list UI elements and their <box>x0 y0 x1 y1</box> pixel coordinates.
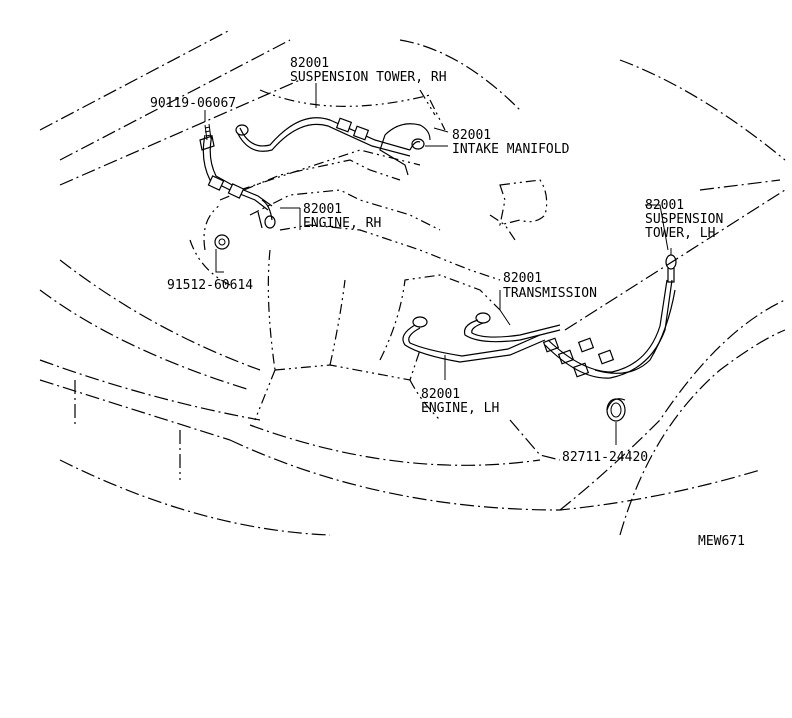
ground-strap-lh <box>402 248 677 379</box>
callout-bolt: 90119-06067 <box>150 96 236 111</box>
part-number: 82001 <box>645 198 684 213</box>
callout-suspension-tower-lh: 82001 SUSPENSION TOWER, LH <box>645 198 723 241</box>
part-number: 82001 <box>290 56 329 71</box>
leader-lines <box>204 83 669 461</box>
ground-strap-rh <box>202 117 431 229</box>
callout-clamp: 82711-24420 <box>562 450 648 465</box>
diagram-code: MEW671 <box>698 534 745 549</box>
callout-nut: 91512-60614 <box>167 278 253 293</box>
callout-engine-rh: 82001 ENGINE, RH <box>303 202 381 231</box>
part-number: 90119-06067 <box>150 96 236 111</box>
clamp-icon <box>606 398 626 422</box>
callout-intake-manifold: 82001 INTAKE MANIFOLD <box>452 128 570 157</box>
part-number: 82001 <box>421 387 460 402</box>
part-number: 91512-60614 <box>167 278 253 293</box>
callout-suspension-tower-rh: 82001 SUSPENSION TOWER, RH <box>290 56 447 85</box>
part-name: TRANSMISSION <box>503 286 597 301</box>
part-name-2: TOWER, LH <box>645 226 715 241</box>
part-number: 82711-24420 <box>562 450 648 465</box>
bolt-icon <box>199 123 215 151</box>
part-number: 82001 <box>452 128 491 143</box>
part-number: 82001 <box>303 202 342 217</box>
part-number: 82001 <box>503 271 542 286</box>
part-name: ENGINE, RH <box>303 216 381 231</box>
engine-outline <box>189 89 548 421</box>
part-name: INTAKE MANIFOLD <box>452 142 570 157</box>
part-name: ENGINE, LH <box>421 401 499 416</box>
body-outline <box>39 29 786 536</box>
part-name: SUSPENSION <box>645 212 723 227</box>
nut-icon <box>214 234 230 250</box>
callout-engine-lh: 82001 ENGINE, LH <box>421 387 499 416</box>
part-name: SUSPENSION TOWER, RH <box>290 70 447 85</box>
callout-transmission: 82001 TRANSMISSION <box>503 271 597 301</box>
